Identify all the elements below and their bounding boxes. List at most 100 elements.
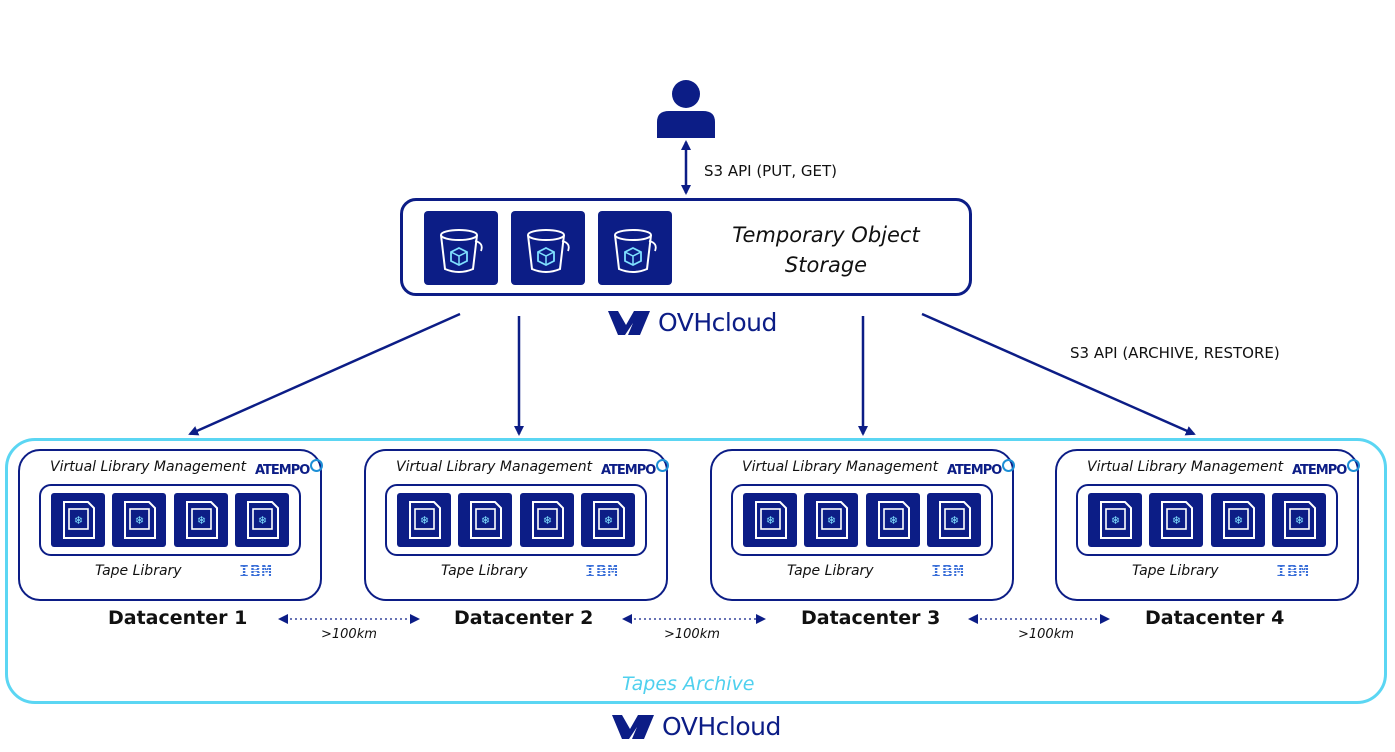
bucket-icon	[440, 229, 483, 273]
user-api-label: S3 API (PUT, GET)	[704, 162, 838, 180]
tape-cartridge: ❄	[1149, 493, 1203, 547]
atempo-logo: ATEMPO	[1292, 459, 1361, 478]
svg-text:❄: ❄	[197, 514, 206, 527]
ibm-logo: IBM	[585, 562, 619, 582]
bucket-icon	[614, 229, 657, 273]
tapes-archive	[5, 438, 1387, 704]
tape-cartridge: ❄	[743, 493, 797, 547]
atempo-logo: ATEMPO	[947, 459, 1016, 478]
tape-cartridge: ❄	[866, 493, 920, 547]
tape-cartridge-icon: ❄	[593, 501, 625, 539]
svg-text:❄: ❄	[766, 514, 775, 527]
svg-text:❄: ❄	[604, 514, 613, 527]
distance-label: >100km	[321, 627, 377, 642]
storage-title: Temporary Object Storage	[700, 220, 952, 280]
tape-library-label: Tape Library	[1132, 563, 1219, 579]
tape-cartridge: ❄	[174, 493, 228, 547]
svg-text:❄: ❄	[1172, 514, 1181, 527]
bucket-tile	[511, 211, 585, 285]
archive-label: Tapes Archive	[622, 673, 755, 695]
tape-library-label: Tape Library	[787, 563, 874, 579]
svg-text:❄: ❄	[1234, 514, 1243, 527]
storage-title-line-2: Storage	[784, 253, 868, 277]
tape-cartridge-icon: ❄	[470, 501, 502, 539]
tape-library	[731, 484, 993, 556]
tape-cartridge-icon: ❄	[63, 501, 95, 539]
tape-cartridge: ❄	[458, 493, 512, 547]
svg-text:❄: ❄	[1295, 514, 1304, 527]
tape-cartridge: ❄	[1211, 493, 1265, 547]
tape-cartridge-icon: ❄	[124, 501, 156, 539]
tape-cartridge: ❄	[51, 493, 105, 547]
tape-cartridge: ❄	[520, 493, 574, 547]
distance-label: >100km	[664, 627, 720, 642]
tape-cartridge-icon: ❄	[1284, 501, 1316, 539]
tape-cartridge-icon: ❄	[186, 501, 218, 539]
tape-library	[385, 484, 647, 556]
ibm-logo: IBM	[1276, 562, 1310, 582]
tape-cartridge: ❄	[927, 493, 981, 547]
arrow-to-datacenter-4	[921, 312, 1196, 436]
datacenter-3-box	[710, 449, 1014, 601]
tape-library-label: Tape Library	[95, 563, 182, 579]
atempo-logo: ATEMPO	[601, 459, 670, 478]
distance-label: >100km	[1018, 627, 1074, 642]
tape-library-label: Tape Library	[441, 563, 528, 579]
archive-api-label: S3 API (ARCHIVE, RESTORE)	[1070, 344, 1280, 362]
atempo-logo-text: ATEMPO	[947, 463, 1002, 478]
bucket-icon	[527, 229, 570, 273]
svg-text:❄: ❄	[74, 514, 83, 527]
ibm-logo: IBM	[931, 562, 965, 582]
svg-text:❄: ❄	[1111, 514, 1120, 527]
tape-cartridge-icon: ❄	[1223, 501, 1255, 539]
tape-cartridge-icon: ❄	[878, 501, 910, 539]
datacenter-2-box	[364, 449, 668, 601]
storage-title-line-1: Temporary Object	[732, 223, 920, 247]
svg-text:❄: ❄	[258, 514, 267, 527]
virtual-library-management-label: Virtual Library Management	[742, 459, 939, 475]
tape-cartridge-icon: ❄	[816, 501, 848, 539]
atempo-logo-text: ATEMPO	[601, 463, 656, 478]
arrow-to-datacenter-1	[188, 312, 461, 436]
datacenter-2-name: Datacenter 2	[454, 607, 594, 629]
datacenter-4-box	[1055, 449, 1359, 601]
ovhcloud-wordmark: OVHcloud	[658, 308, 777, 337]
svg-text:❄: ❄	[481, 514, 490, 527]
ovhcloud-brand-bottom: OVHcloud	[610, 712, 781, 741]
virtual-library-management-label: Virtual Library Management	[396, 459, 593, 475]
datacenter-3-name: Datacenter 3	[801, 607, 941, 629]
bucket-tile	[598, 211, 672, 285]
atempo-logo: ATEMPO	[255, 459, 324, 478]
temporary-object-storage	[400, 198, 972, 296]
ibm-logo: IBM	[239, 562, 273, 582]
tape-cartridge-icon: ❄	[532, 501, 564, 539]
svg-text:❄: ❄	[543, 514, 552, 527]
ovhcloud-logo-icon	[608, 310, 650, 335]
tape-cartridge-icon: ❄	[1161, 501, 1193, 539]
tape-cartridge: ❄	[804, 493, 858, 547]
tape-cartridge-icon: ❄	[247, 501, 279, 539]
tape-cartridge: ❄	[1272, 493, 1326, 547]
ovhcloud-logo-icon	[612, 714, 654, 739]
ovhcloud-wordmark: OVHcloud	[662, 712, 781, 741]
svg-text:❄: ❄	[889, 514, 898, 527]
datacenter-4-name: Datacenter 4	[1145, 607, 1285, 629]
tape-cartridge: ❄	[1088, 493, 1142, 547]
tape-cartridge: ❄	[235, 493, 289, 547]
datacenter-1-name: Datacenter 1	[108, 607, 248, 629]
bucket-tile	[424, 211, 498, 285]
atempo-logo-text: ATEMPO	[255, 463, 310, 478]
svg-text:❄: ❄	[827, 514, 836, 527]
virtual-library-management-label: Virtual Library Management	[50, 459, 247, 475]
tape-cartridge-icon: ❄	[409, 501, 441, 539]
tape-cartridge: ❄	[112, 493, 166, 547]
tape-cartridge: ❄	[581, 493, 635, 547]
tape-library	[39, 484, 301, 556]
svg-text:❄: ❄	[135, 514, 144, 527]
tape-cartridge: ❄	[397, 493, 451, 547]
tape-cartridge-icon: ❄	[755, 501, 787, 539]
svg-text:❄: ❄	[950, 514, 959, 527]
tape-cartridge-icon: ❄	[939, 501, 971, 539]
atempo-logo-text: ATEMPO	[1292, 463, 1347, 478]
